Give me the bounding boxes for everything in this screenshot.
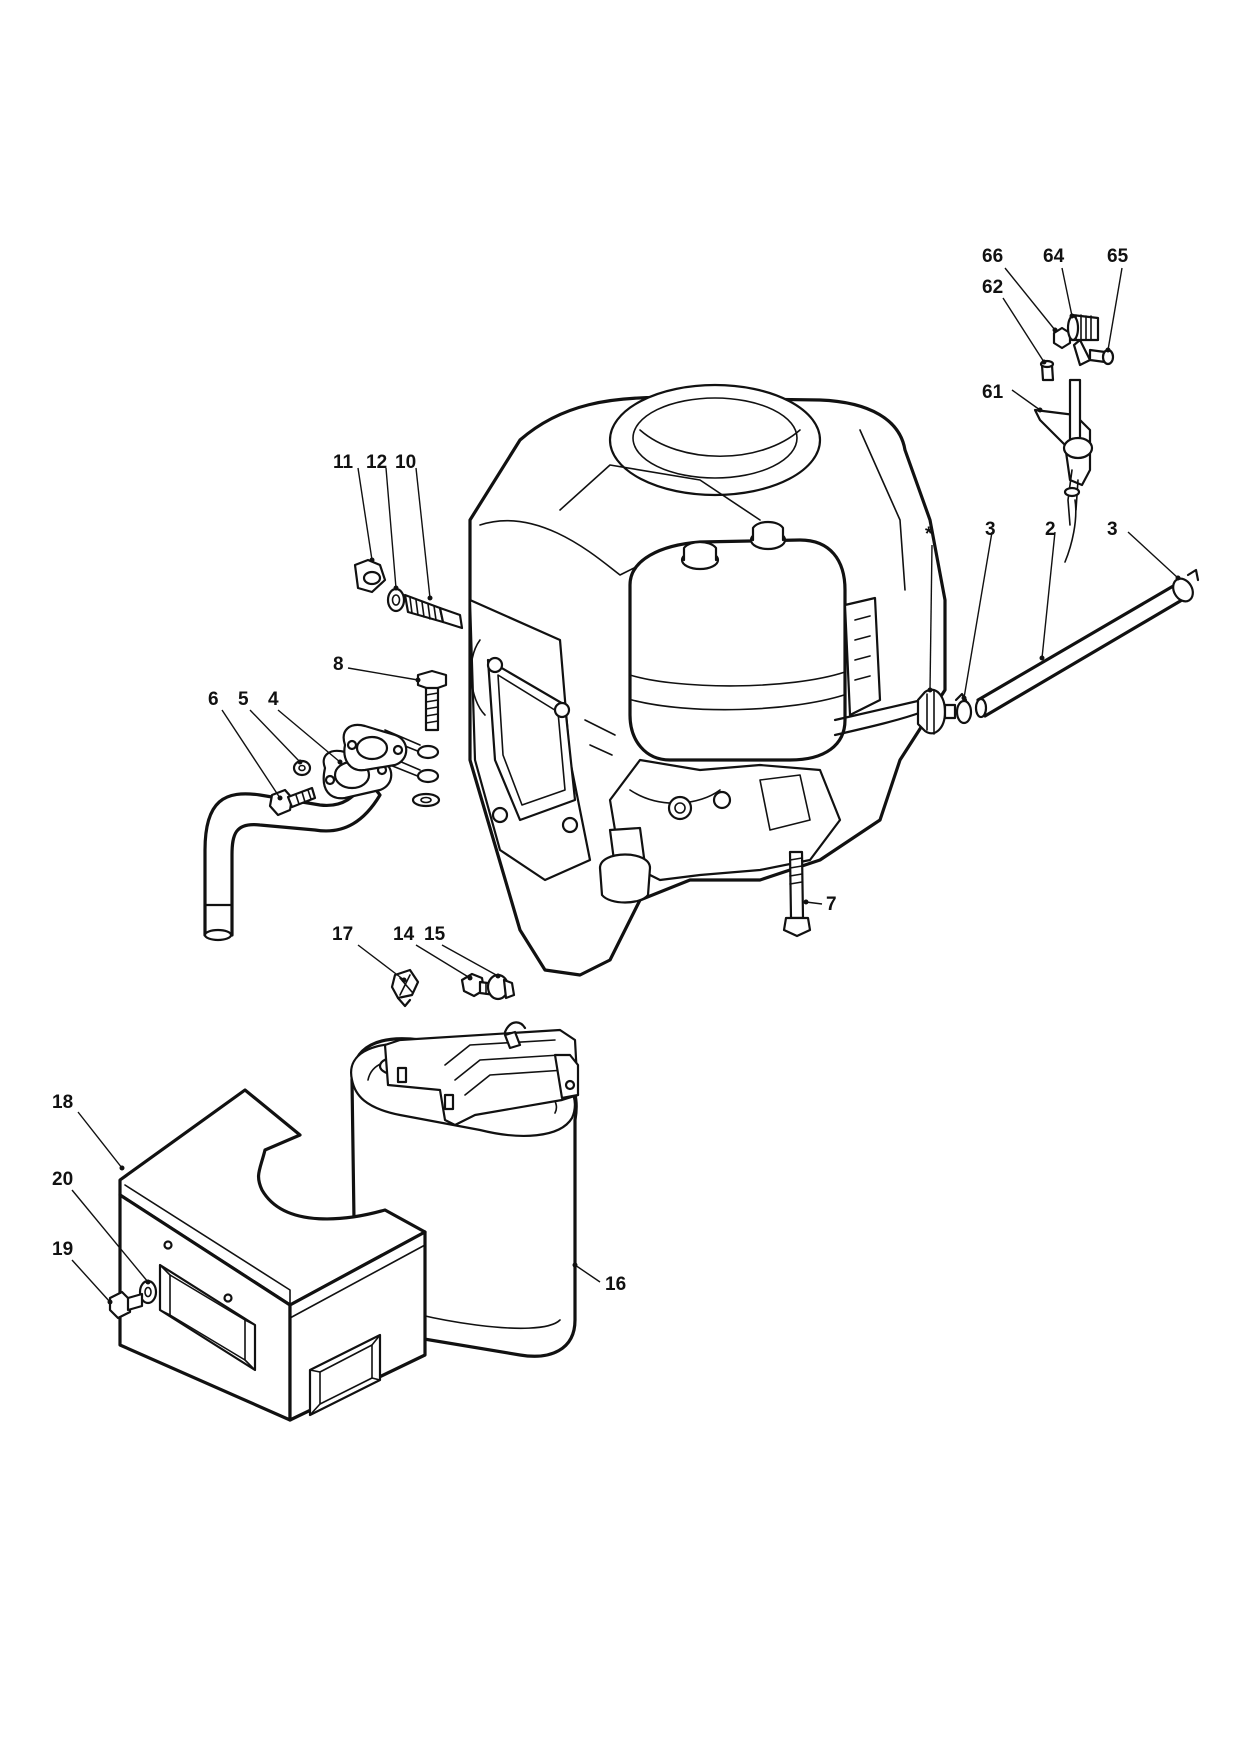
callout-16: 16 xyxy=(605,1274,626,1295)
callout-3-left: 3 xyxy=(985,519,996,540)
callout-2: 2 xyxy=(1045,519,1056,540)
callout-15: 15 xyxy=(424,924,446,945)
bolt-part-8 xyxy=(416,669,448,732)
callout-61: 61 xyxy=(982,382,1004,403)
callout-3-right: 3 xyxy=(1107,519,1118,540)
hose-clamp-3a xyxy=(954,692,973,725)
bolt-part-6 xyxy=(268,786,317,817)
callout-64: 64 xyxy=(1043,246,1065,267)
exhaust-pipe-part-4 xyxy=(203,723,408,942)
callout-star: * xyxy=(925,524,933,545)
callout-18: 18 xyxy=(52,1092,73,1113)
cable xyxy=(1064,499,1077,563)
callout-labels: 66 64 65 62 61 11 12 10 * 3 2 3 8 6 5 4 … xyxy=(52,246,1129,1295)
bolt-part-19 xyxy=(108,1290,144,1320)
fuel-hose-part-2 xyxy=(974,583,1184,719)
engine-stud-assembly xyxy=(353,558,464,630)
callout-19: 19 xyxy=(52,1239,73,1260)
bolt-part-7 xyxy=(782,850,812,938)
engine xyxy=(468,383,947,977)
nut-part-66 xyxy=(1052,326,1072,350)
callout-20: 20 xyxy=(52,1169,73,1190)
callout-4: 4 xyxy=(268,689,279,710)
callout-6: 6 xyxy=(208,689,219,710)
screw-part-62 xyxy=(1039,359,1055,382)
screw-part-65 xyxy=(1088,348,1115,366)
callout-11: 11 xyxy=(333,452,354,473)
callout-12: 12 xyxy=(366,452,387,473)
callout-66: 66 xyxy=(982,246,1003,267)
callout-7: 7 xyxy=(826,894,837,915)
heat-shield-part-18 xyxy=(118,1088,427,1422)
callout-62: 62 xyxy=(982,277,1003,298)
throttle-bracket-part-61 xyxy=(1033,378,1094,526)
fuel-filter xyxy=(916,688,957,735)
wire-terminals xyxy=(384,729,441,808)
nut-part-15 xyxy=(486,973,516,1001)
callout-8: 8 xyxy=(333,654,344,675)
callout-65: 65 xyxy=(1107,246,1129,267)
clip-part-17 xyxy=(390,968,420,1008)
callout-5: 5 xyxy=(238,689,249,710)
leader-dots xyxy=(107,313,1181,1305)
leader-lines xyxy=(71,267,1179,1303)
callout-10: 10 xyxy=(395,452,416,473)
callout-14: 14 xyxy=(393,924,415,945)
callout-17: 17 xyxy=(332,924,353,945)
